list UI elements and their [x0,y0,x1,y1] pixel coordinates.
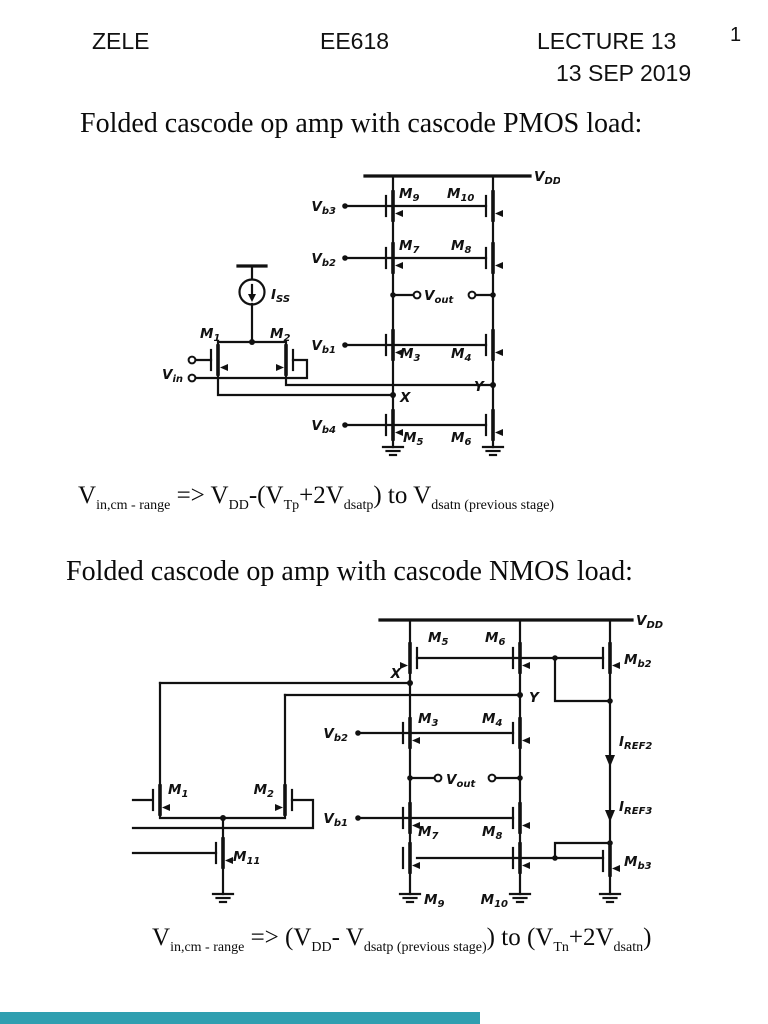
ground-icon [398,892,422,904]
ground-icon [481,445,505,457]
ground-icon [598,892,622,904]
label-m8: M8 [482,824,502,842]
label-m4: M4 [482,711,502,729]
label-m3: M3 [418,711,438,729]
label-iss: ISS [271,287,290,305]
label-mb3: Mb3 [624,854,652,872]
label-m5: M5 [403,430,423,448]
label-m5: M5 [428,630,448,648]
input-terminal-icon [187,355,197,365]
circuit-diagram-nmos-load: VDD M5 M6 Mb2 X Y Vb2 M3 M4 IREF2 Vout V… [131,613,663,910]
label-vb2: Vb2 [323,726,348,744]
label-m3: M3 [400,346,420,364]
label-node-y: Y [474,379,485,395]
header-lecture: LECTURE 13 [537,28,677,54]
circuit2-junctions [220,655,613,861]
label-vout: Vout [446,772,476,790]
ground-icon [508,892,532,904]
label-m4: M4 [451,346,471,364]
ground-icon [211,892,235,904]
header-date: 13 SEP 2019 [556,60,692,86]
label-iref3: IREF3 [619,799,652,817]
label-m11: M11 [233,849,260,867]
label-vb1: Vb1 [323,811,348,829]
label-m8: M8 [451,238,471,256]
bottom-accent-bar [0,1012,480,1024]
circuit-diagram-pmos-load: VDD Vb3 Vb2 Vb1 Vb4 M9 M10 M7 M8 M3 M4 M… [162,169,560,457]
label-m1: M1 [168,782,188,800]
label-m6: M6 [451,430,471,448]
circuit1-wires [187,174,532,457]
ground-icon [381,445,405,457]
output-terminal-icon [412,290,422,300]
label-m1: M1 [200,326,220,344]
label-mb2: Mb2 [624,652,652,670]
section1-title: Folded cascode op amp with cascode PMOS … [80,108,643,139]
formula-nmos-cm-range: Vin,cm - range => (VDD- Vdsatp (previous… [152,924,652,955]
label-m10: M10 [481,892,508,910]
label-iref2: IREF2 [619,734,652,752]
label-m10: M10 [447,186,474,204]
label-m2: M2 [254,782,274,800]
circuit2-wires [131,618,634,904]
label-m9: M9 [399,186,419,204]
label-node-x: X [390,666,402,682]
label-m6: M6 [485,630,505,648]
header-author: ZELE [92,28,150,54]
input-terminal-icon [187,373,197,383]
label-node-x: X [399,390,411,406]
label-node-y: Y [529,690,540,706]
section2-title: Folded cascode op amp with cascode NMOS … [66,556,633,587]
label-vb4: Vb4 [311,418,336,436]
header-course: EE618 [320,28,390,54]
output-terminal-icon [487,773,497,783]
label-vb1: Vb1 [311,338,336,356]
label-vin: Vin [162,367,183,385]
label-vb3: Vb3 [311,199,336,217]
label-m7: M7 [399,238,419,256]
label-vdd: VDD [636,613,663,631]
label-vout: Vout [424,288,454,306]
label-m2: M2 [270,326,290,344]
circuit2-labels: VDD M5 M6 Mb2 X Y Vb2 M3 M4 IREF2 Vout V… [168,613,663,910]
circuit1-junctions [249,203,496,428]
label-vb2: Vb2 [311,251,336,269]
output-terminal-icon [433,773,443,783]
output-terminal-icon [467,290,477,300]
page-number: 1 [730,24,742,46]
label-vdd: VDD [534,169,560,187]
label-m7: M7 [418,824,438,842]
label-m9: M9 [424,892,444,910]
circuit1-labels: VDD Vb3 Vb2 Vb1 Vb4 M9 M10 M7 M8 M3 M4 M… [162,169,560,448]
formula-pmos-cm-range: Vin,cm - range => VDD-(VTp+2Vdsatp) to V… [78,482,555,513]
